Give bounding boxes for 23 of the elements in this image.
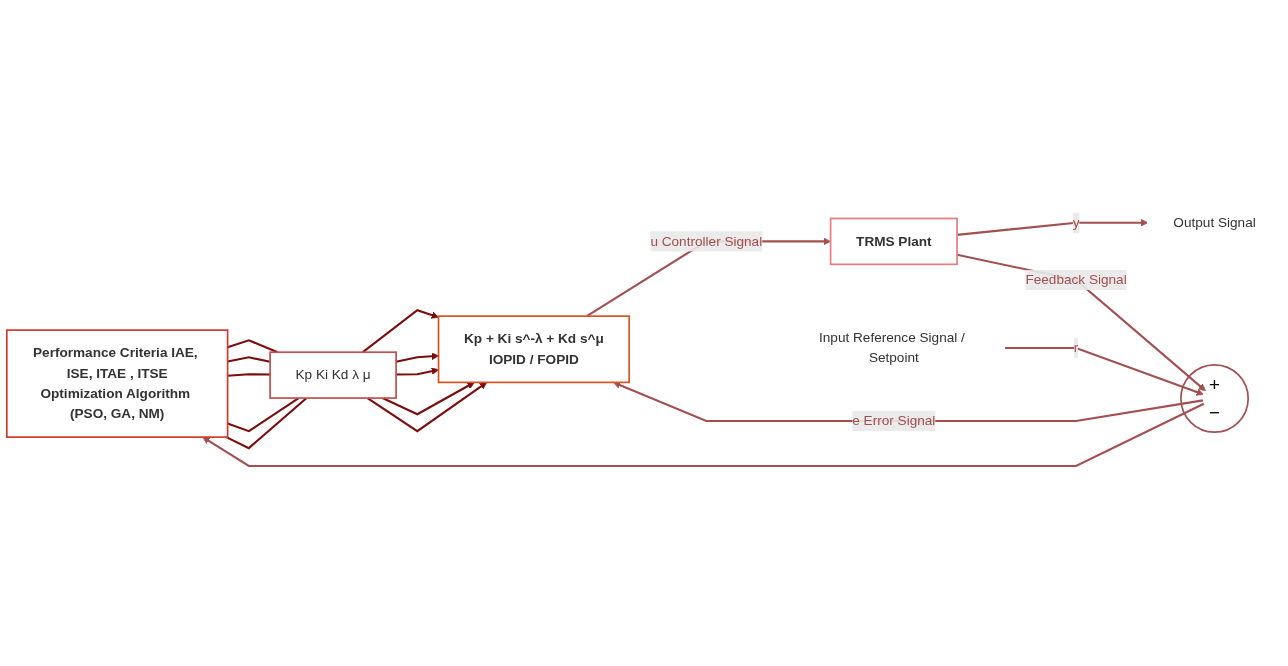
- connector: [225, 397, 308, 450]
- connector: [227, 397, 300, 433]
- node-box: Kp Ki Kd λ μ: [269, 351, 397, 399]
- arrow: [202, 402, 1205, 468]
- node-circle: + −: [1180, 364, 1250, 434]
- node-box: TRMS Plant: [829, 217, 958, 266]
- arrow: [366, 382, 488, 433]
- edge-label: e Error Signal: [852, 413, 936, 428]
- edge-label: y: [1072, 215, 1080, 230]
- connector: [227, 356, 271, 363]
- connector: [227, 373, 271, 377]
- edge-label: u Controller Signal: [650, 233, 763, 249]
- node-text: Output Signal: [1173, 215, 1256, 230]
- edge-label: r: [1073, 340, 1079, 355]
- connector: [227, 339, 278, 354]
- node-box: Kp + Ki s^-λ + Kd s^μ IOPID / FOPID: [437, 315, 631, 384]
- node-box: Performance Criteria IAE, ISE, ITAE , ITSE Optimization Algorithm (PSO, GA, NM): [5, 329, 229, 439]
- node-text: Input Reference Signal / Setpoint: [819, 330, 965, 366]
- arrow: [1004, 347, 1204, 396]
- arrow: [362, 309, 439, 354]
- arrow: [396, 367, 439, 376]
- edge-label: Feedback Signal: [1025, 272, 1127, 287]
- arrow: [382, 382, 475, 416]
